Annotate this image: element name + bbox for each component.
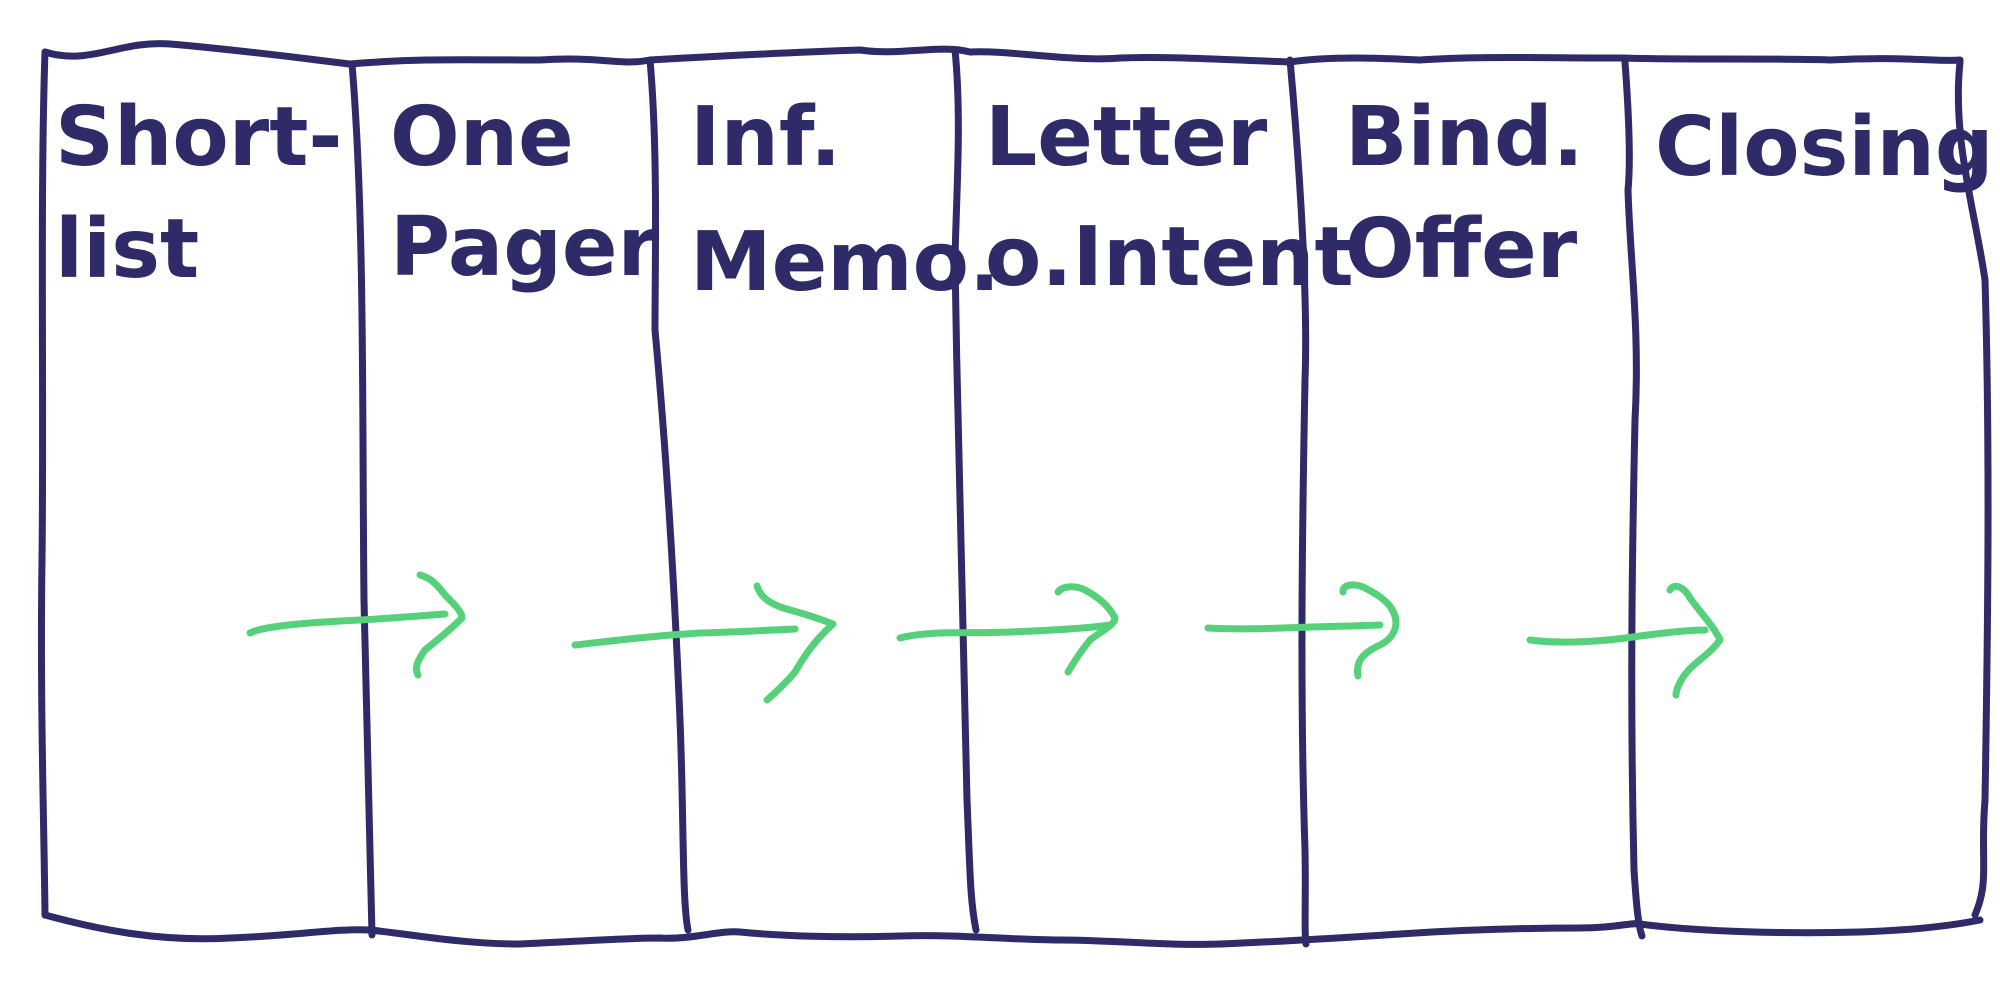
stage-4-label-line-1: Letter xyxy=(985,90,1268,185)
arrow-2-shaft xyxy=(571,625,799,649)
divider-2 xyxy=(646,56,692,934)
stage-2-label-line-1: One xyxy=(390,90,574,185)
stage-1-label-line-2: list xyxy=(55,202,199,297)
frame-left-edge xyxy=(37,48,49,919)
arrow-4-shaft xyxy=(1204,621,1384,633)
stage-1-label-line-1: Short- xyxy=(55,90,342,185)
divider-1 xyxy=(348,60,376,939)
arrow-4-head xyxy=(1339,581,1400,680)
flow-arrow-3 xyxy=(896,583,1119,676)
arrow-3-shaft xyxy=(896,621,1114,642)
divider-4 xyxy=(1286,56,1310,948)
flow-arrow-2 xyxy=(571,582,837,704)
stage-2-label-line-2: Pager xyxy=(390,200,659,295)
stage-3-label-line-1: Inf. xyxy=(690,90,841,185)
stage-5-label-line-2: Offer xyxy=(1345,202,1578,297)
arrow-1-shaft xyxy=(246,610,449,637)
column-dividers xyxy=(348,46,1646,948)
flow-arrows xyxy=(246,571,1724,704)
stage-3-label-line-2: Memo. xyxy=(690,215,1000,310)
frame-bottom-edge xyxy=(41,911,1984,948)
arrow-3-head xyxy=(1054,583,1119,676)
stage-6-label-line-1: Closing xyxy=(1655,100,1994,195)
flow-arrow-4 xyxy=(1204,581,1400,680)
frame-right-edge xyxy=(1954,58,1992,919)
stage-4-label-line-2: o.Intent xyxy=(985,210,1354,305)
divider-5 xyxy=(1621,58,1646,940)
arrow-2-head xyxy=(753,582,837,704)
divider-3 xyxy=(951,46,980,934)
stage-5-label-line-1: Bind. xyxy=(1345,90,1584,185)
frame-top-edge xyxy=(41,40,1964,68)
arrow-5-shaft xyxy=(1526,626,1709,646)
flow-arrow-5 xyxy=(1526,582,1724,699)
arrow-5-head xyxy=(1666,582,1724,699)
arrow-1-head xyxy=(412,571,466,679)
flow-arrow-1 xyxy=(246,571,466,679)
